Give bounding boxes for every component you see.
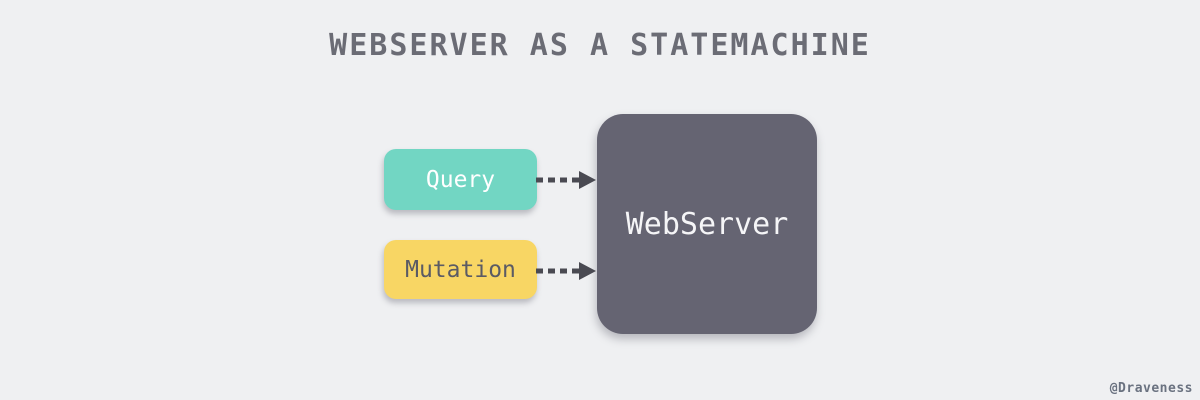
diagram-title: WEBSERVER AS A STATEMACHINE	[329, 28, 871, 63]
node-webserver: WebServer	[597, 114, 817, 334]
node-mutation: Mutation	[384, 240, 537, 299]
node-webserver-label: WebServer	[625, 206, 789, 242]
arrowhead	[579, 171, 596, 189]
node-mutation-label: Mutation	[405, 256, 516, 283]
watermark: @Draveness	[1109, 381, 1193, 396]
edge-mutation-to-webserver	[536, 262, 596, 280]
arrowhead	[579, 262, 596, 280]
edge-query-to-webserver	[536, 171, 596, 189]
node-query: Query	[384, 149, 537, 210]
node-query-label: Query	[425, 166, 496, 193]
